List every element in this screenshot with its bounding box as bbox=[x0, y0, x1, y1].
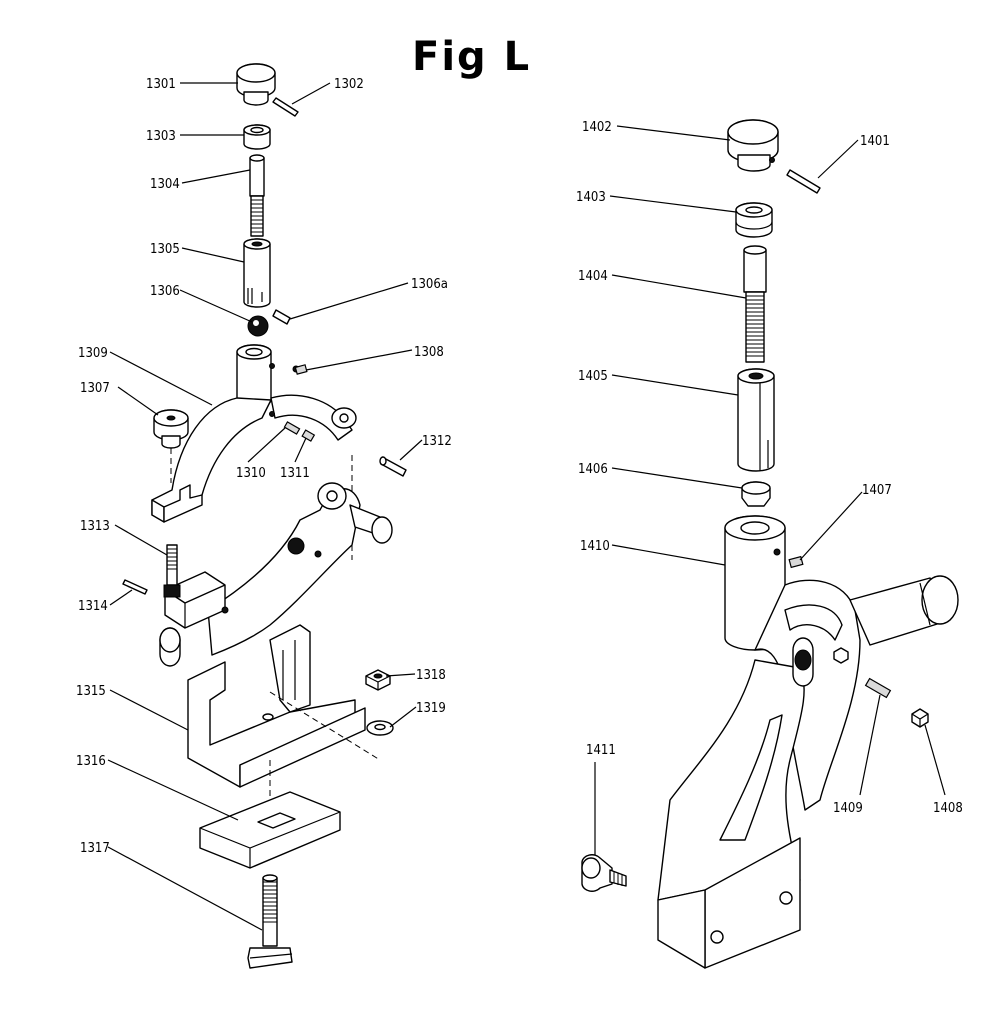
pin-icon bbox=[272, 97, 299, 117]
t-bolt-icon bbox=[247, 874, 293, 969]
callout-label: 1313 bbox=[80, 519, 110, 534]
callout-label: 1410 bbox=[580, 539, 610, 554]
callout-label: 1310 bbox=[236, 466, 266, 481]
screw-icon bbox=[581, 854, 627, 892]
rest-arm-icon bbox=[657, 515, 959, 969]
callout-label: 1317 bbox=[80, 841, 110, 856]
callout-label: 1304 bbox=[150, 177, 180, 192]
knob-icon bbox=[727, 119, 779, 172]
nut-icon bbox=[833, 647, 849, 664]
callout-label: 1409 bbox=[833, 801, 863, 816]
leader-lines bbox=[107, 82, 946, 931]
set-screw-icon bbox=[864, 677, 892, 699]
screw-icon bbox=[163, 544, 181, 598]
callout-label: 1308 bbox=[414, 345, 444, 360]
ball-icon bbox=[741, 481, 771, 507]
sleeve-icon bbox=[243, 238, 271, 308]
callout-label: 1301 bbox=[146, 77, 176, 92]
callout-label: 1309 bbox=[78, 346, 108, 361]
pin-icon bbox=[122, 579, 148, 595]
set-screw-icon bbox=[283, 421, 316, 442]
nut-icon bbox=[911, 708, 929, 728]
ball-icon bbox=[247, 315, 269, 337]
callout-label: 1311 bbox=[280, 466, 310, 481]
callout-label: 1315 bbox=[76, 684, 106, 699]
left-assembly bbox=[122, 63, 407, 969]
callout-label: 1314 bbox=[78, 599, 108, 614]
callout-label: 1306 bbox=[150, 284, 180, 299]
callout-label: 1316 bbox=[76, 754, 106, 769]
callout-label: 1302 bbox=[334, 77, 364, 92]
callout-label: 1407 bbox=[862, 483, 892, 498]
callout-label: 1404 bbox=[578, 269, 608, 284]
screw-icon bbox=[249, 154, 265, 237]
set-screw-icon bbox=[294, 364, 308, 375]
callout-label: 1319 bbox=[416, 701, 446, 716]
pin-icon bbox=[272, 309, 291, 325]
nut-icon bbox=[365, 669, 391, 691]
callout-label: 1402 bbox=[582, 120, 612, 135]
figure-title: Fig L bbox=[412, 34, 531, 80]
bushing-icon bbox=[243, 124, 271, 150]
washer-icon bbox=[366, 720, 394, 736]
callout-label: 1403 bbox=[576, 190, 606, 205]
callout-label: 1307 bbox=[80, 381, 110, 396]
right-assembly bbox=[581, 119, 959, 969]
pin-icon bbox=[379, 456, 407, 477]
callout-label: 1318 bbox=[416, 668, 446, 683]
bushing-icon bbox=[735, 202, 773, 238]
pin-icon bbox=[786, 169, 821, 194]
screw-icon bbox=[743, 245, 767, 363]
clamp-plate-icon bbox=[199, 791, 341, 869]
callout-label: 1406 bbox=[578, 462, 608, 477]
sleeve-icon bbox=[737, 368, 775, 472]
rest-arm-icon bbox=[151, 344, 357, 523]
callout-label: 1306a bbox=[411, 277, 448, 292]
knob-icon bbox=[153, 409, 189, 449]
callout-label: 1411 bbox=[586, 743, 616, 758]
callout-label: 1408 bbox=[933, 801, 963, 816]
knob-icon bbox=[236, 63, 276, 106]
callout-label: 1405 bbox=[578, 369, 608, 384]
set-screw-icon bbox=[788, 555, 804, 569]
base-icon bbox=[187, 624, 366, 788]
callout-label: 1312 bbox=[422, 434, 452, 449]
callout-label: 1303 bbox=[146, 129, 176, 144]
callout-label: 1305 bbox=[150, 242, 180, 257]
callout-labels: 1301 1302 1303 1304 1305 1306 1306a 1307… bbox=[76, 77, 963, 856]
callout-label: 1401 bbox=[860, 134, 890, 149]
